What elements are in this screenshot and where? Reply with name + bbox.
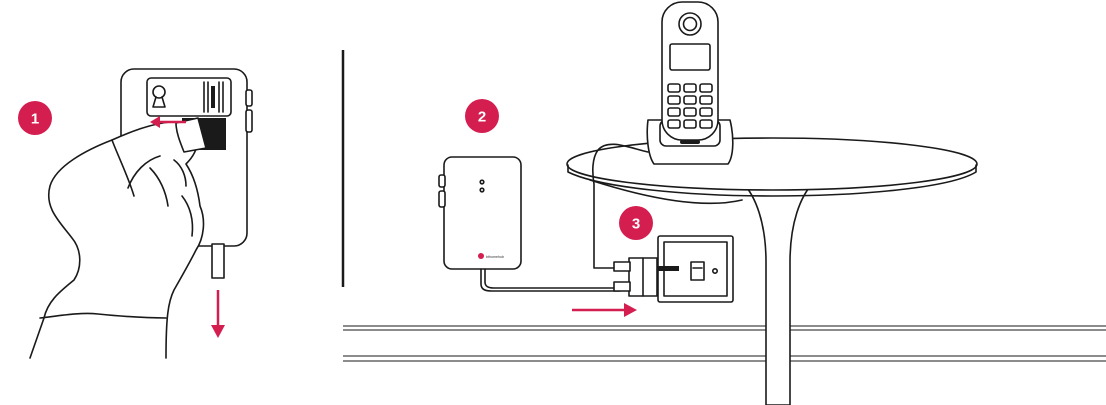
step-2-badge: 2 xyxy=(465,99,499,133)
skirting-board xyxy=(343,325,1106,362)
home-hub-device: bthomehub xyxy=(438,156,621,292)
peel-arrow-icon xyxy=(150,116,186,128)
brand-logo-icon: bthomehub xyxy=(478,253,504,259)
keyhole-slot-icon xyxy=(152,85,166,108)
microfilter-splitter xyxy=(613,257,679,297)
hand-illustration xyxy=(29,117,207,359)
cordless-phone xyxy=(592,1,734,269)
vent-grille-icon xyxy=(203,81,224,113)
wall-socket xyxy=(613,235,734,303)
step-3-badge: 3 xyxy=(619,206,653,240)
plug-in-arrow-icon xyxy=(572,303,637,317)
pull-tab-arrow-icon xyxy=(211,290,225,338)
brand-label: bthomehub xyxy=(486,255,504,259)
panel-step-2-3: bthomehub 2 xyxy=(343,1,1106,405)
keypad-icon xyxy=(667,83,713,129)
step-2-number: 2 xyxy=(478,109,486,126)
panel-step-1: 1 xyxy=(18,68,253,359)
step-1-badge: 1 xyxy=(18,101,52,135)
step-1-number: 1 xyxy=(31,111,39,128)
pull-tab xyxy=(211,243,225,279)
step-3-number: 3 xyxy=(632,216,640,233)
